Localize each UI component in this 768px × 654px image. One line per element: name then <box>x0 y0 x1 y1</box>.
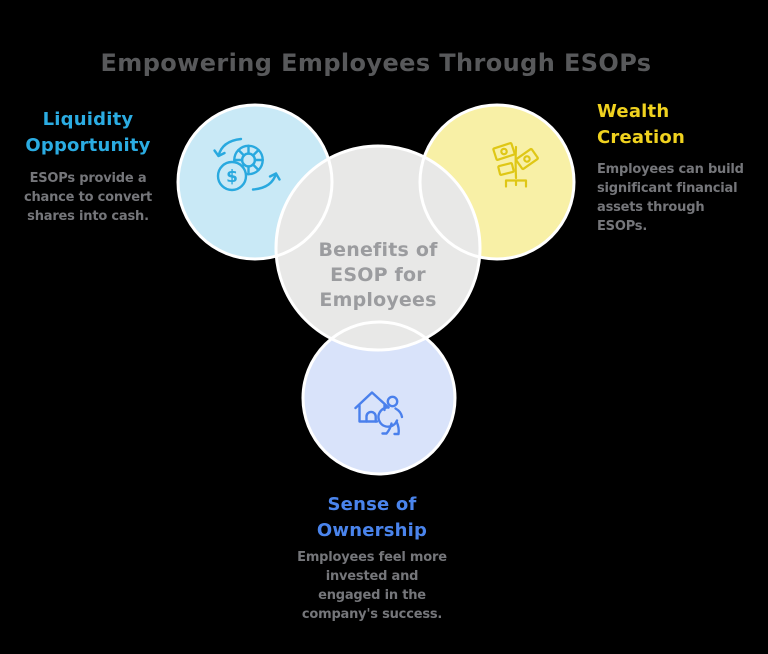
person-legs <box>381 420 400 436</box>
arrow-ccw-top <box>213 137 243 158</box>
liquidity-circle-ring <box>176 103 334 261</box>
ownership-description: Employees feel more invested and engaged… <box>297 550 447 622</box>
center-circle-label: Benefits of ESOP for Employees <box>318 239 438 311</box>
banknote-leaf-2 <box>515 147 539 171</box>
wealth-description: Employees can build significant financia… <box>597 162 744 234</box>
person-arm <box>394 407 404 419</box>
page-title: Empowering Employees Through ESOPs <box>100 49 652 77</box>
center-circle <box>276 146 480 350</box>
liquidity-description: ESOPs provide a chance to convert shares… <box>23 171 153 224</box>
banknote-leaf-1 <box>492 142 516 161</box>
wealth-circle-ring <box>418 103 576 261</box>
banknote-leaf-3 <box>497 162 515 176</box>
exchange-coins-icon: $ <box>213 137 281 192</box>
house-door <box>365 410 377 423</box>
ownership-heading: Sense of Ownership <box>316 494 428 541</box>
ownership-circle-ring <box>301 320 457 476</box>
center-circle-ring <box>274 144 482 352</box>
person-head <box>386 395 399 408</box>
wealth-heading: Wealth Creation <box>597 101 685 148</box>
arrow-ccw-bottom <box>251 172 281 191</box>
dollar-coin <box>216 160 248 192</box>
liquidity-heading: Liquidity Opportunity <box>25 109 151 156</box>
dollar-sign-glyph: $ <box>226 167 238 187</box>
money-plant-icon <box>492 142 539 188</box>
person-body <box>377 406 399 428</box>
house-person-icon <box>354 391 404 436</box>
house-roof <box>354 391 390 410</box>
